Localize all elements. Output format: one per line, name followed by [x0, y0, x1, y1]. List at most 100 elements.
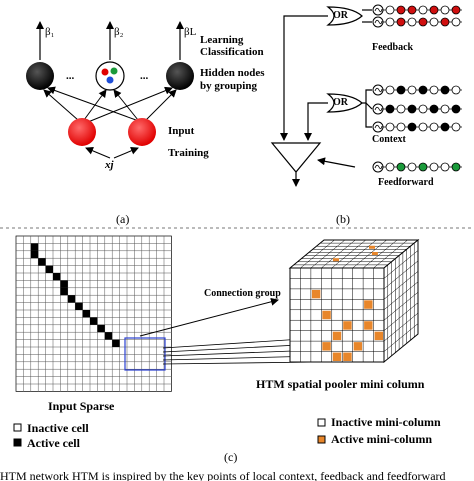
synapse-wave-icon	[374, 87, 383, 93]
cube-grid-line	[383, 302, 419, 331]
active-cell	[90, 317, 98, 325]
beta1-label: β₁	[45, 26, 55, 38]
training-label: Training	[168, 147, 209, 159]
synapse-cell	[440, 85, 450, 95]
active-cell-label: Active cell	[27, 436, 80, 450]
synapse-wave-icon	[374, 7, 383, 13]
active-cell	[104, 332, 113, 340]
by-grouping-label: by grouping	[200, 80, 257, 92]
synapse-wave-icon	[374, 106, 383, 112]
synapse-cell	[451, 104, 461, 114]
synapse-cell	[385, 122, 395, 132]
cube-grid-line	[331, 239, 366, 269]
synapse-cell	[429, 85, 439, 95]
ellipsis-2: ...	[140, 70, 149, 82]
ellipsis-1: ...	[66, 70, 75, 82]
cube-front-face	[289, 267, 385, 363]
cube-grid-line	[342, 239, 377, 269]
active-mini-column	[311, 289, 321, 299]
hidden-node-L	[166, 62, 194, 90]
synapse-cell	[429, 104, 439, 114]
cube-grid-line	[300, 239, 335, 269]
active-mini-column	[343, 352, 352, 361]
active-mini-column	[374, 331, 383, 341]
feedforward-label: Feedforward	[378, 177, 434, 188]
input-node-2	[128, 118, 156, 146]
synapse-cell	[440, 5, 450, 15]
caption-fragment: HTM network HTM is inspired by the key p…	[0, 469, 446, 481]
synapse-cell	[407, 17, 417, 27]
learning-label: Learning	[200, 34, 244, 46]
cube-grid-line	[352, 239, 387, 269]
input-node-1	[68, 118, 96, 146]
active-cell	[82, 310, 90, 318]
inactive-mini-column-label: Inactive mini-column	[331, 415, 441, 429]
active-cell	[38, 258, 46, 266]
synapse-cell	[396, 17, 406, 27]
context-line	[304, 102, 328, 141]
active-cell	[67, 295, 76, 303]
classification-label: Classification	[200, 46, 264, 58]
active-mini-column-swatch	[317, 435, 326, 444]
synapse-cell	[396, 85, 406, 95]
synapse-cell	[407, 162, 417, 172]
active-mini-column	[364, 321, 373, 330]
active-cell	[53, 273, 61, 281]
panel-b-label: (b)	[336, 212, 350, 226]
connection-group-label: Connection group	[204, 288, 281, 299]
synapse-cell	[407, 85, 417, 95]
connection-group-box	[124, 337, 166, 371]
active-cell	[112, 339, 120, 347]
synapse-cell	[396, 122, 406, 132]
active-mini-column-label: Active mini-column	[331, 432, 432, 446]
active-mini-column	[322, 310, 331, 320]
panel-c-label: (c)	[224, 450, 238, 464]
synapse-cell	[451, 162, 461, 172]
neuron-triangle	[270, 142, 322, 173]
hidden-node-1	[26, 62, 54, 90]
active-mini-column	[332, 331, 342, 341]
synapse-cell	[429, 122, 439, 132]
htm-title: HTM spatial pooler mini column	[256, 377, 425, 391]
feedback-line	[280, 15, 328, 141]
cube-grid-line	[321, 239, 356, 269]
synapse-cell	[407, 5, 417, 15]
synapse-cell	[385, 85, 395, 95]
synapse-cell	[451, 85, 461, 95]
active-mini-column	[369, 245, 375, 249]
active-mini-column	[371, 252, 378, 255]
active-mini-column	[364, 300, 373, 309]
xj-label: xj	[105, 159, 114, 171]
synapse-cell	[418, 122, 428, 132]
active-mini-column	[322, 342, 331, 351]
synapse-cell	[429, 17, 439, 27]
synapse-cell	[418, 17, 428, 27]
or-gate-2	[326, 93, 363, 113]
synapse-cell	[451, 5, 461, 15]
inactive-cell-label: Inactive cell	[27, 421, 89, 435]
input-label: Input	[168, 125, 195, 137]
input-sparse-grid	[15, 235, 172, 392]
beta2-label: β₂	[114, 26, 124, 38]
synapse-cell	[440, 17, 450, 27]
synapse-cell	[385, 17, 395, 27]
group-dot-blue	[106, 76, 114, 84]
betaL-label: βL	[184, 26, 197, 38]
active-mini-column	[343, 321, 352, 330]
active-cell	[60, 287, 68, 296]
feedback-label: Feedback	[372, 42, 414, 53]
caption-strip: HTM network HTM is inspired by the key p…	[0, 466, 474, 481]
htm-figure	[0, 4, 474, 447]
synapse-cell	[418, 5, 428, 15]
hidden-nodes-label: Hidden nodes	[200, 67, 265, 79]
synapse-cell	[385, 5, 395, 15]
cube-grid-line	[383, 271, 419, 300]
synapse-cell	[385, 104, 395, 114]
panel-b-synapse-rows	[372, 4, 462, 173]
cube-grid-line	[383, 323, 419, 352]
synapse-cell	[429, 5, 439, 15]
synapse-cell	[418, 162, 428, 172]
synapse-cell	[418, 104, 428, 114]
active-cell-swatch	[13, 438, 22, 447]
group-dot-red	[101, 68, 109, 76]
